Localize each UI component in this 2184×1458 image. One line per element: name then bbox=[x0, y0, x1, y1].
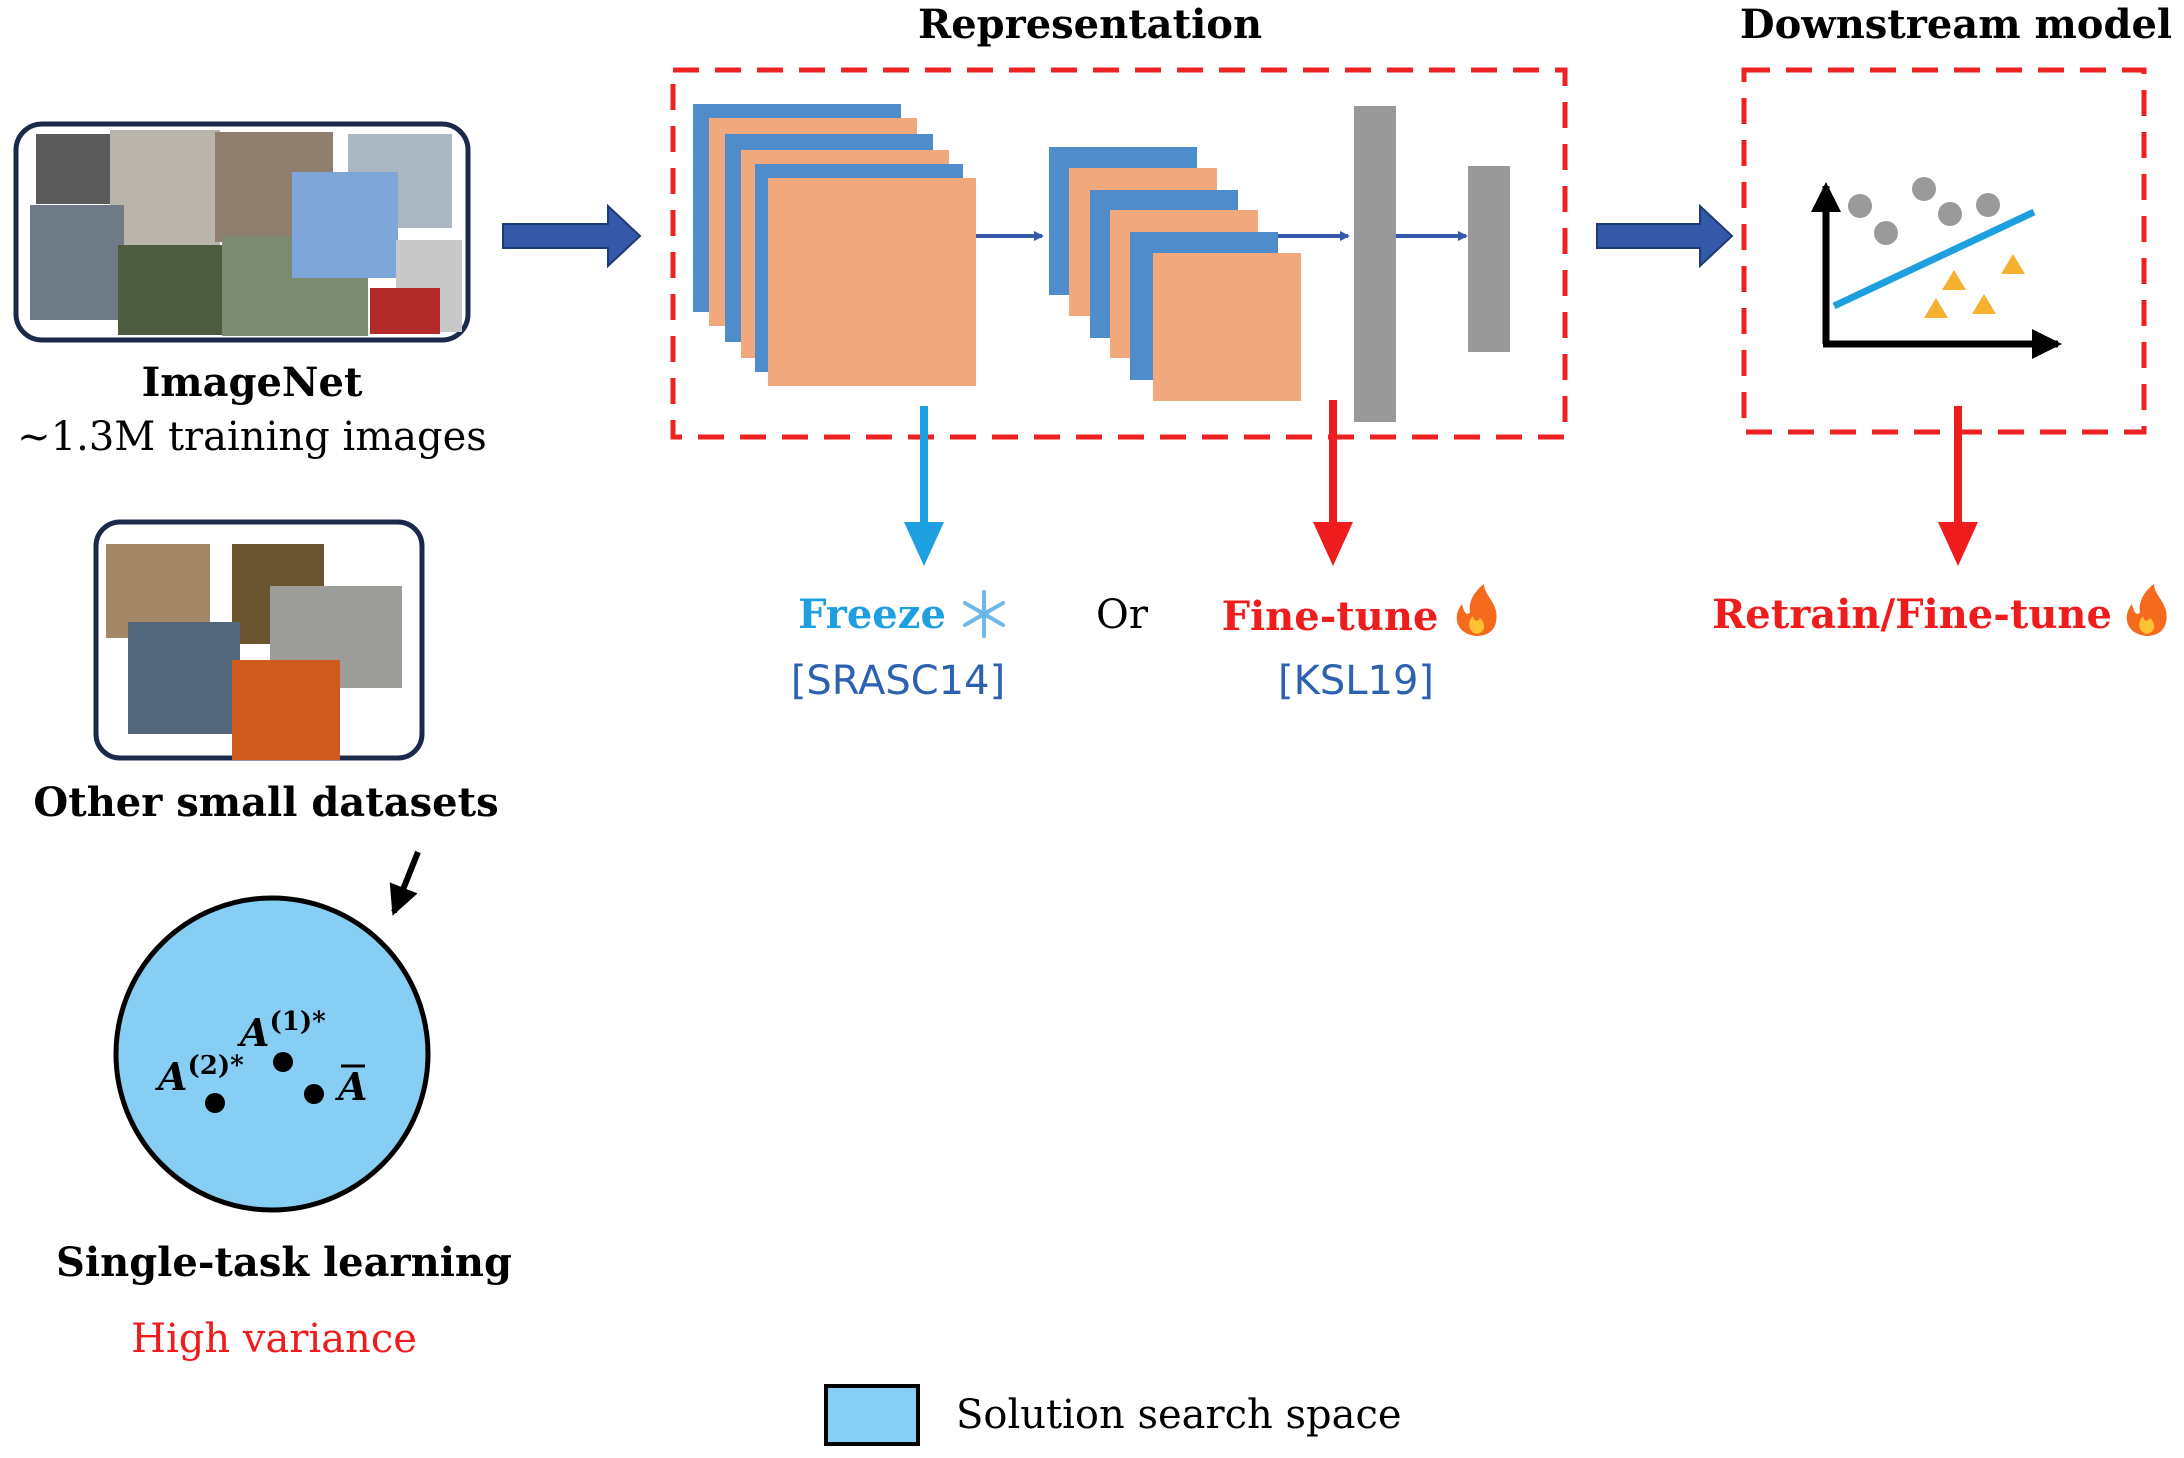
variance-label: High variance bbox=[131, 1316, 417, 1362]
scatter-plot-icon bbox=[1811, 177, 2062, 359]
imagenet-collage bbox=[13, 121, 471, 343]
point-a1 bbox=[273, 1052, 293, 1072]
fc-layer-2 bbox=[1468, 166, 1510, 352]
freeze-down-arrow bbox=[904, 406, 944, 566]
label-abar: A bbox=[335, 1064, 367, 1109]
imagenet-title: ImageNet bbox=[142, 359, 363, 406]
legend-label: Solution search space bbox=[956, 1392, 1402, 1438]
retrain-label: Retrain/Fine-tune bbox=[1712, 591, 2112, 638]
finetune-label: Fine-tune bbox=[1222, 593, 1439, 640]
solution-search-space-circle bbox=[113, 895, 431, 1213]
representation-dashed-box bbox=[670, 67, 1568, 440]
small-datasets-collage bbox=[93, 519, 425, 761]
downstream-title: Downstream model bbox=[1740, 1, 2172, 48]
single-task-title: Single-task learning bbox=[56, 1239, 512, 1286]
label-a1: A(1)* bbox=[237, 1007, 326, 1055]
retrain-down-arrow bbox=[1938, 406, 1978, 566]
finetune-reference: [KSL19] bbox=[1278, 658, 1434, 704]
legend-swatch bbox=[824, 1384, 920, 1446]
fc-layer-1 bbox=[1354, 106, 1396, 422]
snowflake-icon bbox=[963, 590, 1005, 638]
label-a2: A(2)* bbox=[155, 1051, 244, 1099]
representation-title: Representation bbox=[918, 1, 1262, 48]
point-abar bbox=[304, 1084, 324, 1104]
freeze-label: Freeze bbox=[798, 591, 946, 638]
finetune-down-arrow bbox=[1313, 400, 1353, 566]
imagenet-subtitle: ~1.3M training images bbox=[17, 414, 487, 460]
fire-icon bbox=[1456, 584, 1497, 636]
small-datasets-title: Other small datasets bbox=[33, 779, 498, 826]
conv-block-2 bbox=[1049, 147, 1301, 401]
point-a2 bbox=[205, 1093, 225, 1113]
conv-block-1 bbox=[693, 104, 976, 386]
freeze-reference: [SRASC14] bbox=[791, 658, 1005, 704]
or-label: Or bbox=[1096, 592, 1149, 638]
imagenet-to-representation-arrow bbox=[502, 203, 642, 269]
dataset-to-search-space-arrow bbox=[389, 850, 421, 916]
fire-icon bbox=[2126, 584, 2167, 636]
representation-to-downstream-arrow bbox=[1596, 203, 1734, 269]
